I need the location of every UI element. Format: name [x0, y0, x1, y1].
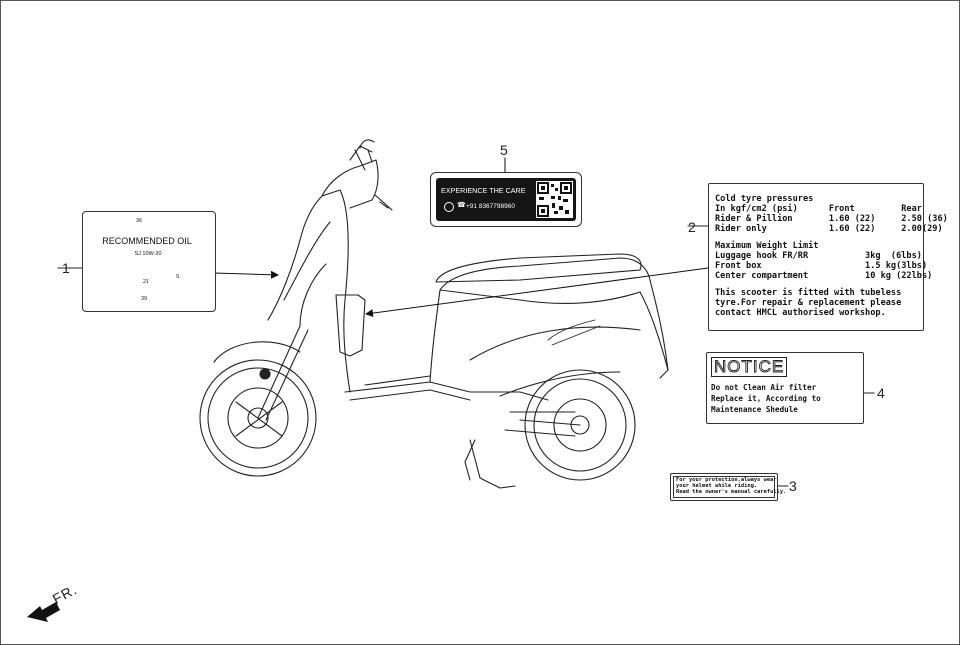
dim-right: 9 [176, 274, 180, 280]
callout-3: 3 [789, 478, 797, 494]
whatsapp-icon [444, 202, 454, 212]
dim-top: 36 [136, 218, 143, 224]
label-tyre-pressure: Cold tyre pressures In kgf/cm2 (psi) Fro… [708, 183, 948, 331]
label-experience-the-care: EXPERIENCE THE CARE ☎ +91 8367798960 [430, 172, 582, 227]
callout-1: 1 [62, 260, 70, 276]
helmet-line: Read the owner's manual carefully. [676, 489, 787, 495]
experience-title: EXPERIENCE THE CARE [441, 186, 526, 195]
pointer-arrow-2 [365, 267, 709, 318]
center-stand [464, 439, 516, 489]
side-panel [429, 257, 669, 383]
callout-5: 5 [500, 142, 508, 158]
front-wheel [199, 359, 317, 477]
tyre-line: In kgf/cm2 (psi) Front Rear [715, 204, 922, 214]
notice-line: Replace it, According to [711, 394, 821, 403]
front-apron [267, 189, 351, 393]
tyre-line: Front box 1.5 kg(3lbs) [715, 261, 928, 271]
oil-title: RECOMMENDED OIL [102, 236, 192, 246]
label-recommended-oil: 36 RECOMMENDED OIL SJ 10W-30 21 9 39 [82, 211, 216, 312]
tyre-line: tyre.For repair & replacement please [715, 298, 902, 308]
label-notice: NOTICE Do not Clean Air filter Replace i… [706, 352, 864, 424]
dim-bottom: 39 [141, 296, 148, 302]
tyre-line: Maximum Weight Limit [715, 241, 819, 251]
tyre-line: Cold tyre pressures [715, 194, 814, 204]
phone-icon: ☎ [457, 202, 466, 209]
tyre-line: Center compartment 10 kg (22lbs) [715, 271, 933, 281]
front-direction-arrow-icon [27, 602, 60, 622]
helmet-line: your helmet while riding. [676, 483, 758, 489]
rear-wheel [524, 369, 636, 481]
floor-board [344, 381, 549, 401]
helmet-line: For your protection,always wear [676, 477, 777, 483]
tyre-line: Luggage hook FR/RR 3kg (6lbs) [715, 251, 922, 261]
experience-phone: +91 8367798960 [466, 203, 515, 210]
tyre-line: Rider only 1.60 (22) 2.00(29) [715, 224, 943, 234]
callout-2: 2 [688, 219, 696, 235]
tyre-line: This scooter is fitted with tubeless [715, 288, 902, 298]
handlebar [321, 159, 379, 209]
oil-grade: SJ 10W-30 [134, 251, 162, 257]
qr-code [536, 181, 573, 218]
tyre-line: contact HMCL authorised workshop. [715, 308, 886, 318]
label-helmet-warning: For your protection,always wear your hel… [670, 473, 786, 501]
notice-title: NOTICE [711, 357, 788, 377]
experience-card: EXPERIENCE THE CARE ☎ +91 8367798960 [436, 178, 576, 221]
notice-line: Do not Clean Air filter [711, 383, 817, 392]
tyre-line: Rider & Pillion 1.60 (22) 2.50 (36) [715, 214, 948, 224]
notice-line: Maintenance Shedule [711, 405, 798, 414]
callout-4: 4 [877, 385, 885, 401]
pointer-arrow-1 [213, 270, 279, 279]
seat [435, 253, 642, 283]
dim-mid: 21 [143, 279, 150, 285]
